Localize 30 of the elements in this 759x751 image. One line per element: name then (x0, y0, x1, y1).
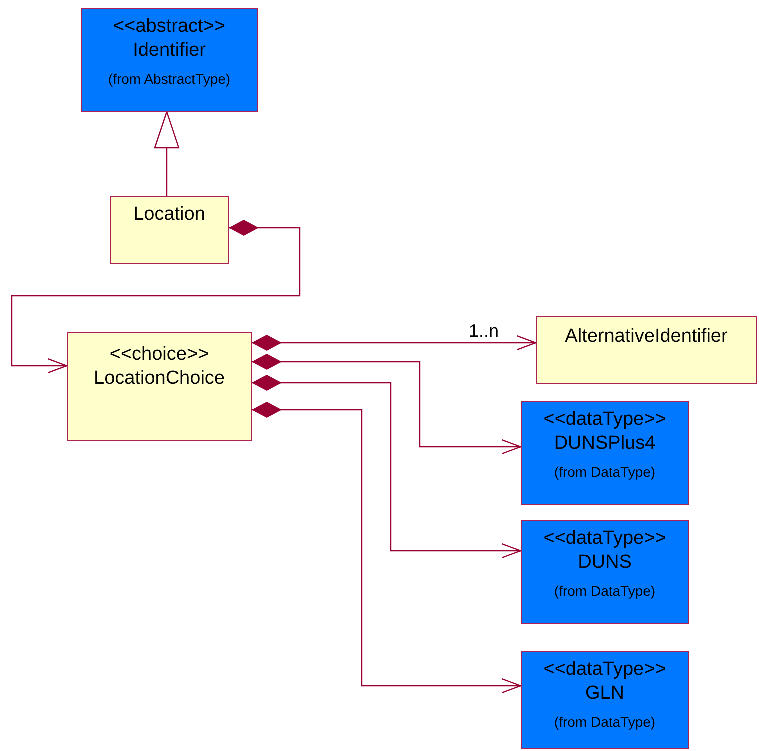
package-note: (from DataType) (554, 463, 656, 482)
class-box (110, 196, 229, 264)
stereotype-label: <<dataType>> (544, 658, 666, 682)
class-box (521, 401, 689, 505)
class-box (521, 520, 689, 624)
package-note: (from DataType) (554, 582, 656, 601)
package-note: (from DataType) (554, 713, 656, 732)
class-box (67, 332, 252, 441)
class-name: Identifier (133, 39, 206, 63)
class-name: AlternativeIdentifier (565, 325, 728, 349)
composition-arrow (252, 402, 522, 694)
composition-arrow (252, 375, 522, 559)
class-box (536, 316, 757, 384)
composition-arrow (11, 220, 301, 374)
class-name: LocationChoice (94, 367, 225, 391)
class-box (81, 8, 258, 112)
composition-arrow (252, 354, 522, 455)
multiplicity-label: 1..n (468, 322, 500, 340)
stereotype-label: <<dataType>> (544, 527, 666, 551)
composition-arrow (252, 335, 537, 351)
class-name: Location (134, 203, 206, 227)
stereotype-label: <<dataType>> (544, 408, 666, 432)
stereotype-label: <<choice>> (110, 343, 210, 367)
generalization-arrow (154, 111, 180, 196)
class-name: GLN (585, 682, 625, 706)
class-name: DUNSPlus4 (554, 432, 656, 456)
class-box (521, 651, 689, 749)
stereotype-label: <<abstract>> (114, 15, 226, 39)
class-name: DUNS (578, 551, 632, 575)
package-note: (from AbstractType) (108, 70, 231, 89)
